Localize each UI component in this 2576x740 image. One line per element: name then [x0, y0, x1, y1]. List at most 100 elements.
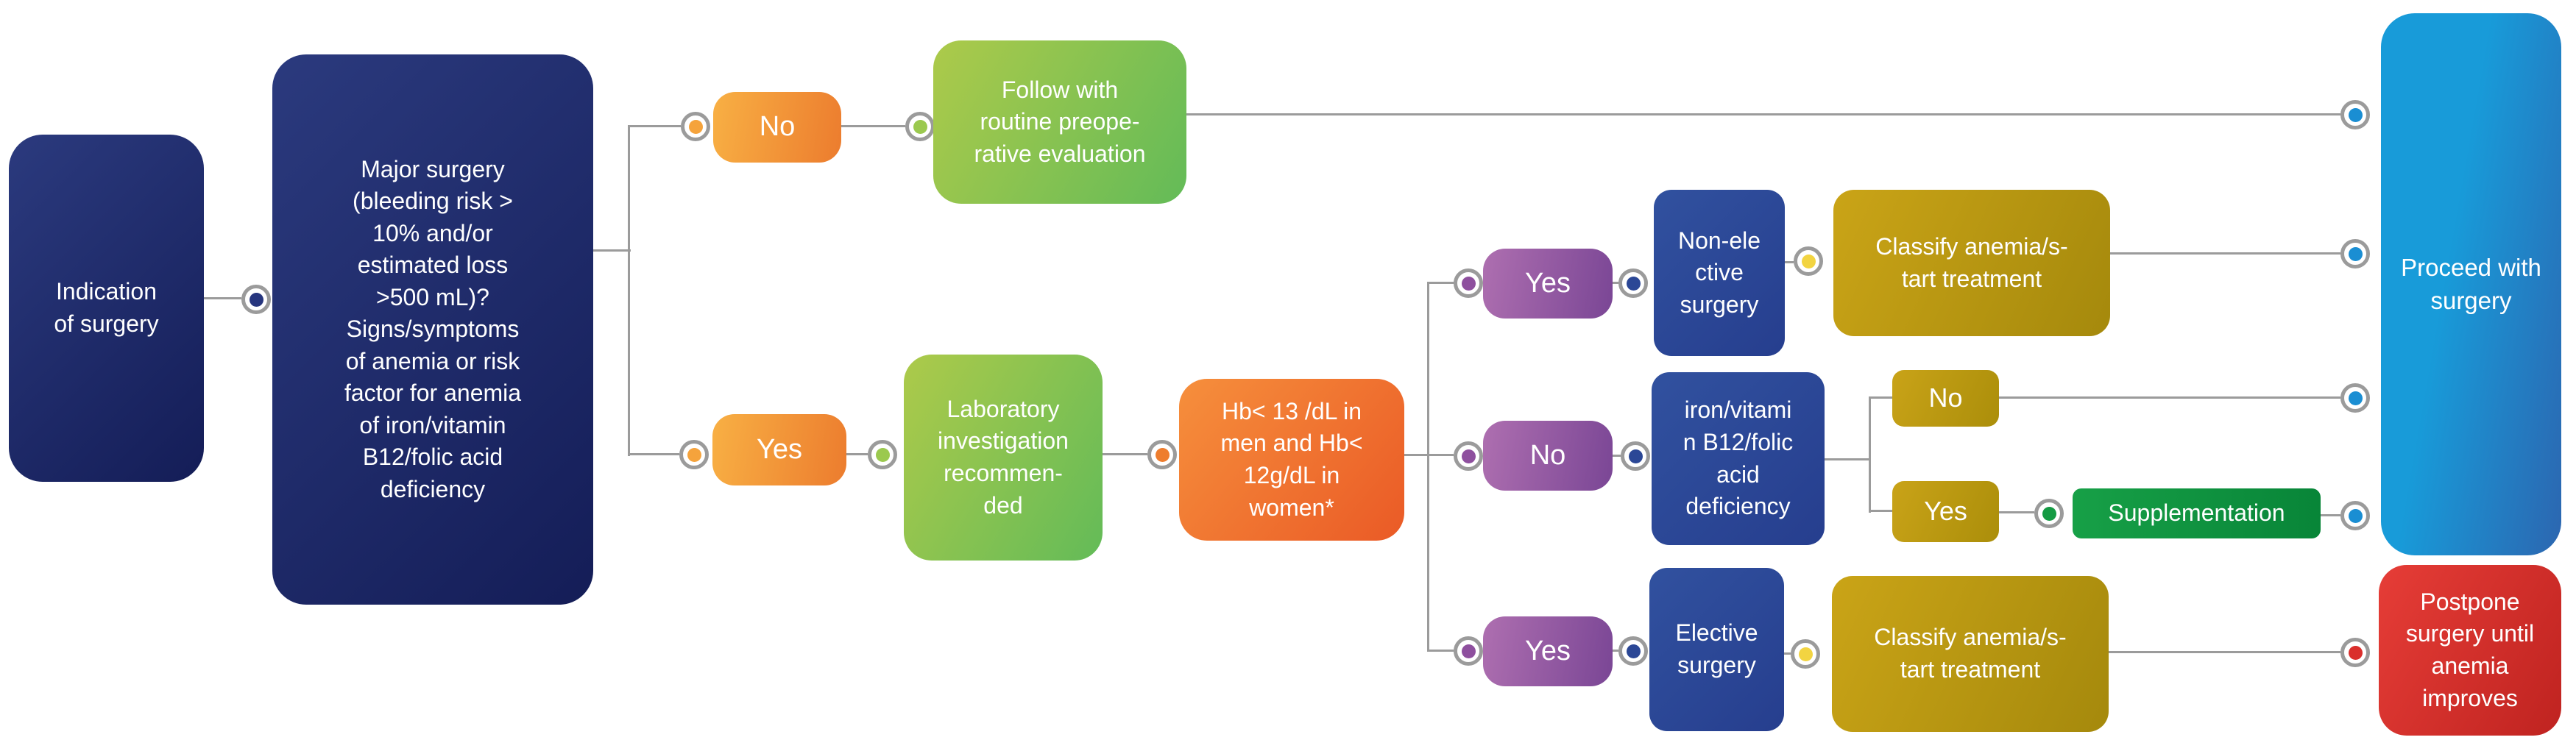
line — [1869, 396, 1892, 399]
line — [846, 453, 868, 455]
node-label: Elective surgery — [1675, 619, 1758, 678]
node-label: No — [1529, 439, 1566, 471]
connector-dot — [1454, 268, 1483, 298]
node-label: Non-ele ctive surgery — [1677, 227, 1761, 318]
dot-inner — [1626, 276, 1641, 291]
node-non-elective-surgery: Non-ele ctive surgery — [1654, 190, 1785, 356]
node-hb-threshold: Hb< 13 /dL in men and Hb< 12g/dL in wome… — [1179, 379, 1404, 541]
connector-dot — [2340, 501, 2370, 530]
line — [2109, 651, 2340, 653]
node-label: Classify anemia/s- tart treatment — [1875, 232, 2068, 292]
node-indication-of-surgery: Indication of surgery — [9, 135, 204, 482]
node-label: Yes — [757, 433, 802, 465]
branch-yes-button: Yes — [712, 414, 846, 485]
line — [1429, 650, 1454, 652]
dot-inner — [1461, 276, 1476, 291]
node-classify-anemia-top: Classify anemia/s- tart treatment — [1833, 190, 2110, 336]
connector-dot — [241, 285, 271, 314]
node-label: Yes — [1924, 496, 1967, 527]
dot-inner — [913, 119, 927, 134]
line — [1784, 652, 1791, 655]
connector-dot — [1618, 636, 1648, 666]
branch-no-anemia-button: No — [1483, 421, 1613, 491]
dot-inner — [687, 447, 701, 462]
dot-inner — [2042, 506, 2056, 521]
line — [1427, 282, 1429, 652]
connector-dot — [1454, 441, 1483, 471]
branch-deficiency-no-button: No — [1892, 370, 1999, 427]
branch-yes-elective-button: Yes — [1483, 616, 1613, 686]
connector-dot — [2340, 638, 2370, 667]
line — [1613, 650, 1618, 652]
line — [1613, 282, 1618, 284]
node-label: Classify anemia/s- tart treatment — [1874, 624, 2067, 683]
dot-inner — [2348, 246, 2363, 261]
node-label: No — [759, 111, 796, 143]
line — [1613, 455, 1621, 457]
node-label: Major surgery (bleeding risk > 10% and/o… — [344, 155, 522, 502]
node-label: Proceed with surgery — [2401, 253, 2541, 314]
connector-dot — [681, 112, 710, 141]
node-laboratory-investigation: Laboratory investigation recommen- ded — [904, 355, 1103, 561]
dot-inner — [2348, 508, 2363, 523]
connector-dot — [1454, 636, 1483, 666]
connector-dot — [905, 112, 935, 141]
node-label: Supplementation — [2108, 499, 2285, 527]
line — [1999, 511, 2034, 513]
node-label: iron/vitami n B12/folic acid deficiency — [1682, 396, 1794, 520]
line — [629, 125, 681, 127]
node-elective-surgery: Elective surgery — [1649, 568, 1784, 731]
line — [628, 125, 630, 456]
dot-inner — [1155, 447, 1170, 462]
connector-dot — [868, 440, 897, 469]
line — [204, 297, 241, 299]
connector-dot — [1147, 440, 1177, 469]
dot-inner — [1626, 644, 1641, 658]
node-label: Indication of surgery — [54, 278, 159, 337]
dot-inner — [2348, 391, 2363, 405]
line — [2321, 514, 2340, 516]
line — [1103, 453, 1147, 455]
node-label: Yes — [1525, 267, 1571, 299]
dot-inner — [1461, 449, 1476, 463]
line — [1869, 510, 1892, 512]
branch-no-button: No — [713, 92, 841, 163]
line — [1825, 458, 1870, 460]
dot-inner — [1801, 254, 1816, 268]
node-label: Follow with routine preope- rative evalu… — [974, 76, 1146, 167]
node-label: Hb< 13 /dL in men and Hb< 12g/dL in wome… — [1220, 397, 1363, 521]
connector-dot — [1621, 441, 1650, 471]
line — [1429, 282, 1454, 284]
line — [629, 453, 679, 455]
connector-dot — [2340, 100, 2370, 129]
dot-inner — [1798, 647, 1813, 661]
dot-inner — [1461, 644, 1476, 658]
line — [2110, 252, 2340, 255]
node-label: No — [1928, 383, 1963, 413]
connector-dot — [679, 440, 709, 469]
branch-yes-nonelective-button: Yes — [1483, 249, 1613, 319]
node-iron-b12-folic-deficiency: iron/vitami n B12/folic acid deficiency — [1652, 372, 1825, 545]
connector-dot — [1791, 639, 1820, 669]
node-major-surgery-question: Major surgery (bleeding risk > 10% and/o… — [272, 54, 593, 605]
line — [593, 249, 631, 252]
branch-deficiency-yes-button: Yes — [1892, 481, 1999, 542]
dot-inner — [249, 292, 263, 307]
connector-dot — [2034, 499, 2064, 528]
node-supplementation: Supplementation — [2073, 488, 2321, 538]
node-proceed-with-surgery: Proceed with surgery — [2381, 13, 2561, 555]
dot-inner — [1628, 449, 1643, 463]
line — [1785, 261, 1794, 263]
node-follow-routine-evaluation: Follow with routine preope- rative evalu… — [933, 40, 1186, 204]
connector-dot — [2340, 383, 2370, 413]
connector-dot — [1618, 268, 1648, 298]
connector-dot — [1794, 246, 1823, 276]
node-classify-anemia-bottom: Classify anemia/s- tart treatment — [1832, 576, 2109, 732]
dot-inner — [2348, 107, 2363, 122]
connector-dot — [2340, 239, 2370, 268]
dot-inner — [688, 119, 703, 134]
node-label: Laboratory investigation recommen- ded — [938, 395, 1069, 519]
node-postpone-surgery: Postpone surgery until anemia improves — [2379, 565, 2561, 736]
line — [841, 125, 905, 127]
